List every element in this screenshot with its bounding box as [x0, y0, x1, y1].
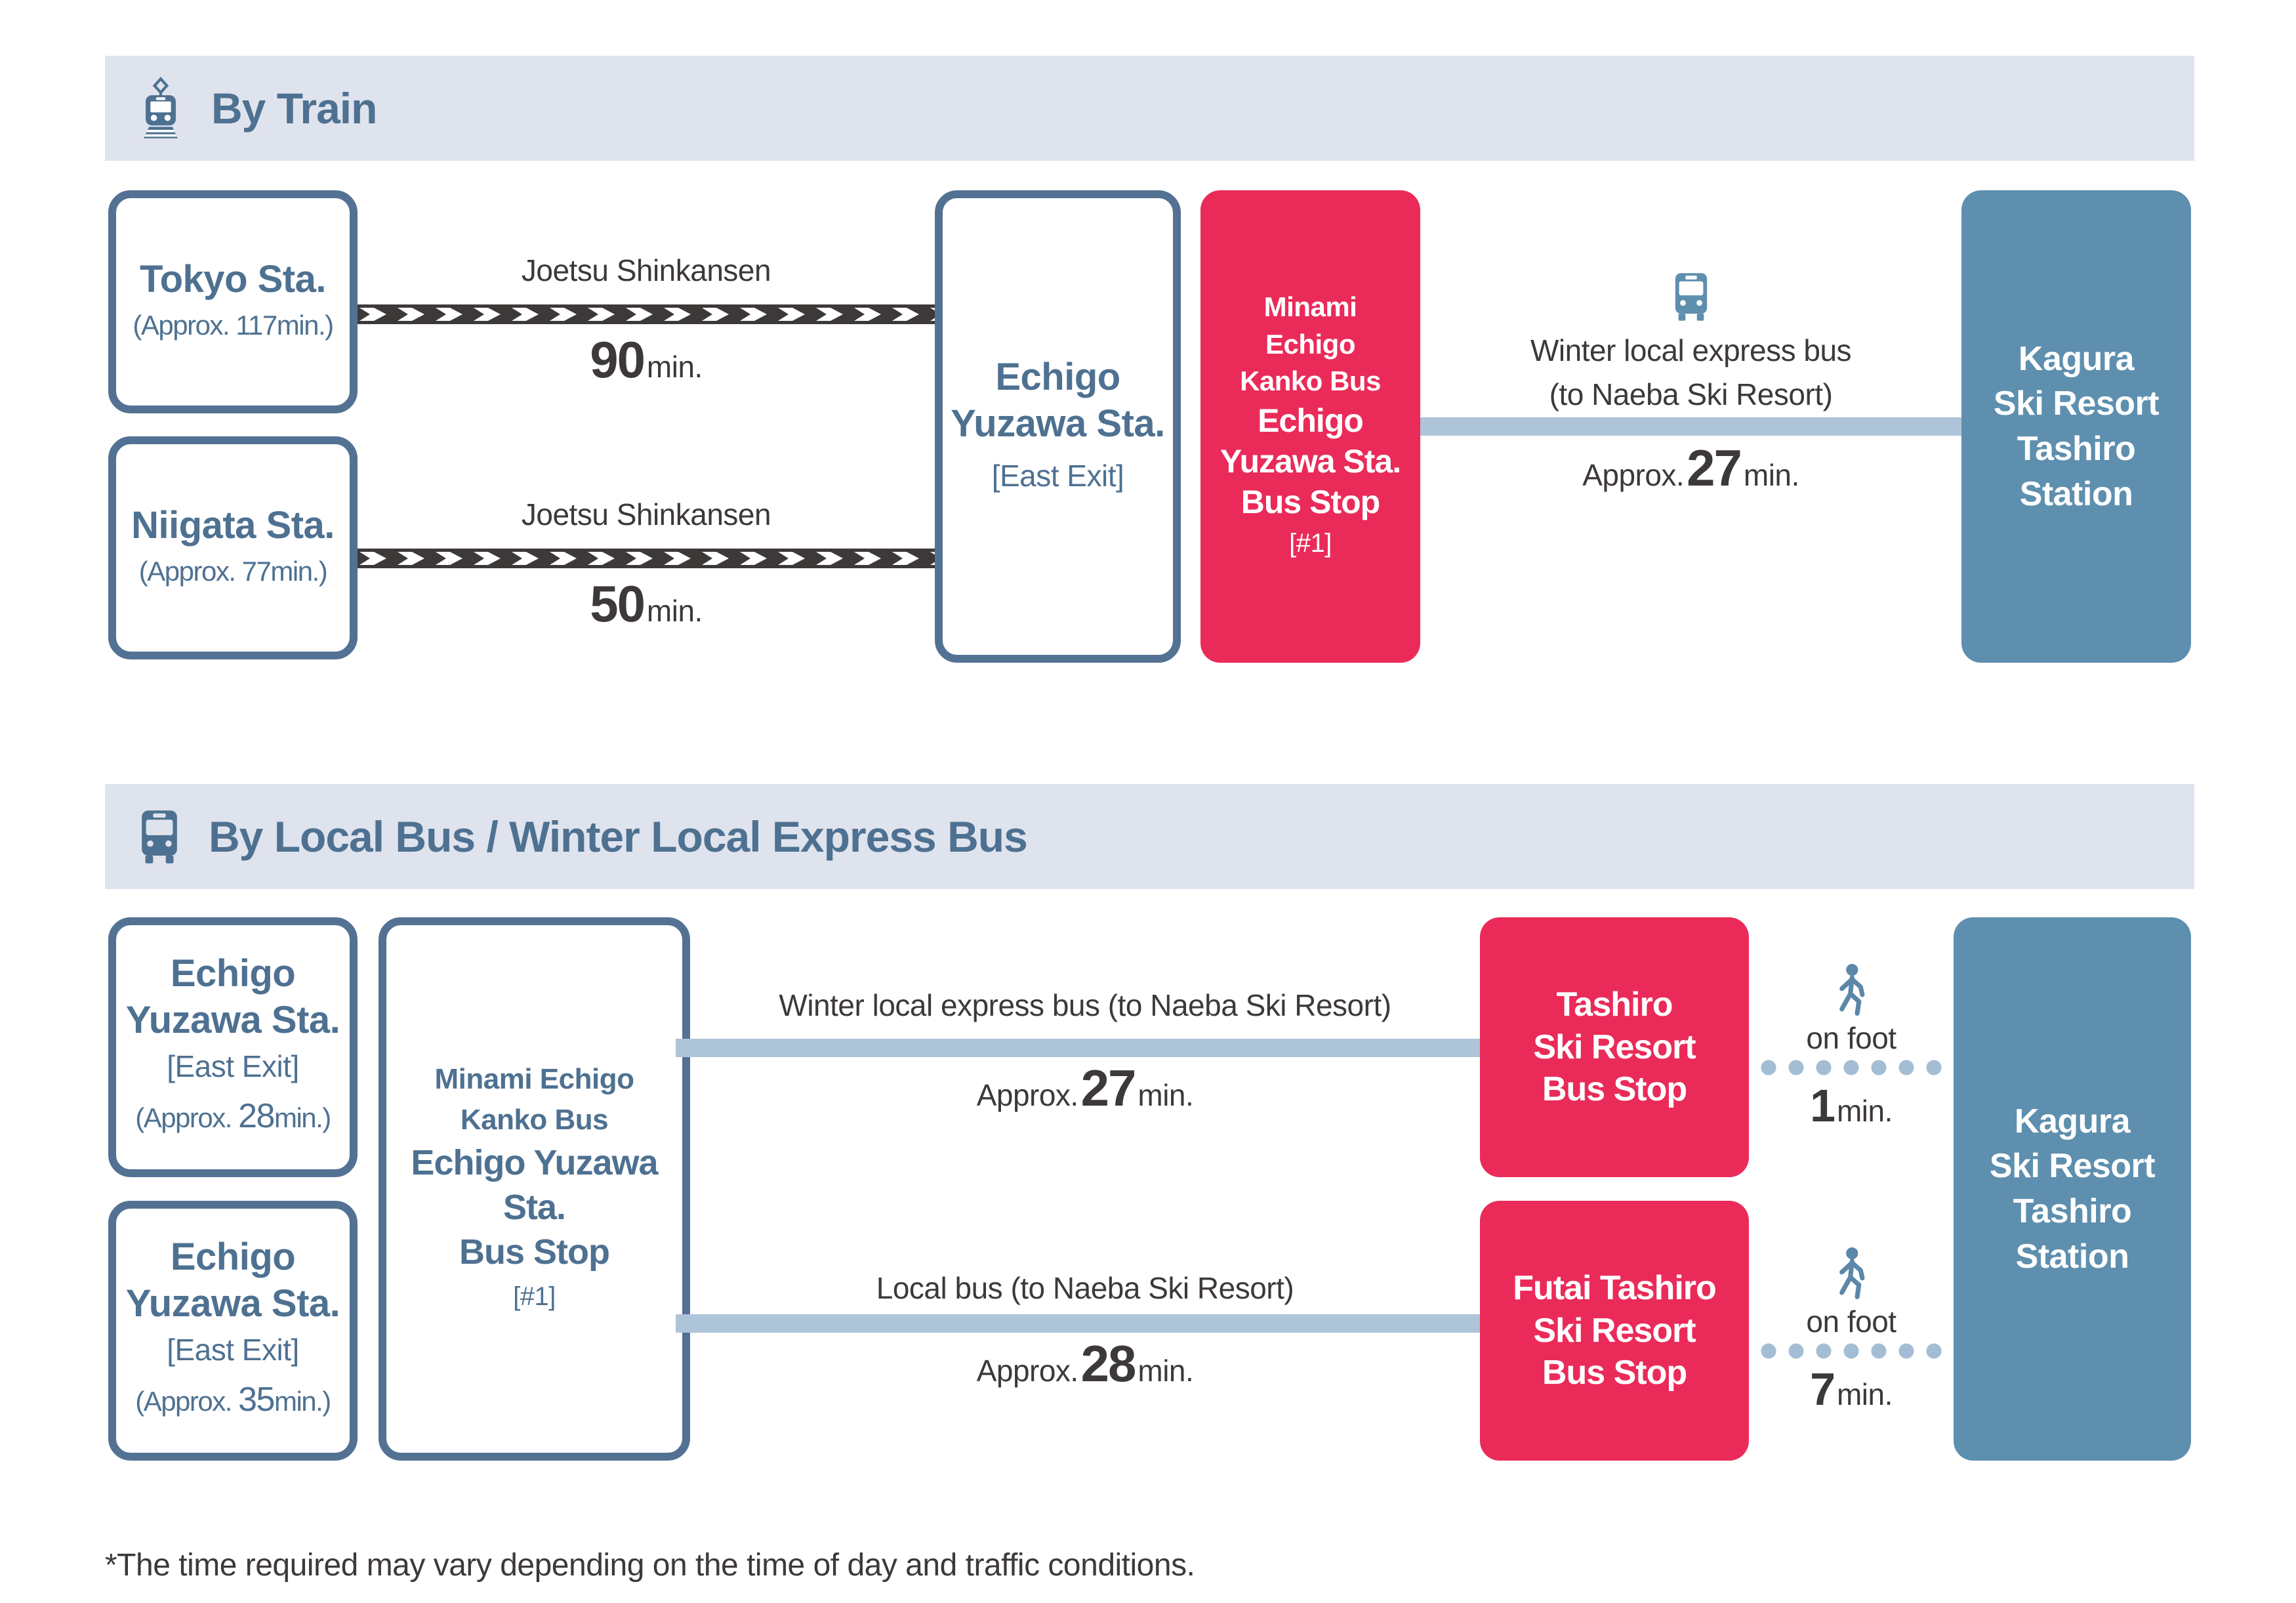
bus-stop-platform: [#1]: [1289, 529, 1332, 558]
origin-box-niigata: Niigata Sta. (Approx. 77min.): [108, 436, 358, 659]
origin-box-echigo-yuzawa-a: Echigo Yuzawa Sta. [East Exit] (Approx. …: [108, 917, 358, 1177]
bus-stop-platform: [#1]: [513, 1281, 556, 1311]
bus-stop-box-echigo-yuzawa: Minami Echigo Kanko Bus Echigo Yuzawa St…: [1200, 190, 1420, 663]
destination-line2: Ski Resort: [1989, 1147, 2156, 1186]
bus-stop-name-line1: Tashiro: [1556, 986, 1673, 1024]
train-track-1: [358, 304, 935, 324]
origin-box-tokyo: Tokyo Sta. (Approx. 117min.): [108, 190, 358, 413]
bus-route-line: [1420, 417, 1961, 436]
destination-box-kagura: Kagura Ski Resort Tashiro Station: [1961, 190, 2191, 663]
station-name-line1: Echigo: [995, 355, 1120, 398]
train-section-title: By Train: [211, 84, 377, 133]
station-name: Tokyo Sta.: [140, 258, 326, 301]
station-name: Niigata Sta.: [131, 504, 335, 547]
train-leg1-line-name: Joetsu Shinkansen: [521, 253, 771, 287]
station-name-line2: Yuzawa Sta.: [125, 998, 340, 1041]
destination-line1: Kagura: [2014, 1102, 2131, 1140]
destination-line4: Station: [2019, 474, 2133, 513]
walk-dotted-line: [1749, 1343, 1954, 1359]
bus-stop-name-line2: Ski Resort: [1533, 1028, 1696, 1066]
bus-stop-name-line1: Echigo Yuzawa: [411, 1142, 658, 1182]
bus-stop-name-line3: Bus Stop: [1542, 1354, 1687, 1392]
bus-stop-name-line2: Sta.: [502, 1187, 566, 1227]
bus-stop-name-line3: Bus Stop: [1542, 1070, 1687, 1109]
travel-time-note: (Approx. 28min.): [135, 1096, 331, 1135]
bus-operator-line1: Minami Echigo: [434, 1063, 634, 1096]
walk-duration: 7 min.: [1810, 1364, 1893, 1415]
bus-stop-box-futai-tashiro: Futai Tashiro Ski Resort Bus Stop: [1480, 1201, 1749, 1461]
destination-box-kagura: Kagura Ski Resort Tashiro Station: [1954, 917, 2191, 1461]
station-name-line1: Echigo: [170, 952, 296, 995]
walk-dotted-line: [1749, 1060, 1954, 1075]
exit-label: [East Exit]: [167, 1049, 299, 1083]
train-track-2: [358, 549, 935, 568]
exit-label: [East Exit]: [991, 459, 1124, 493]
route1-duration: Approx. 27 min.: [976, 1059, 1194, 1117]
destination-line1: Kagura: [2018, 339, 2135, 378]
walk-segment-2: on foot 7 min.: [1749, 1201, 1954, 1461]
footnote: *The time required may vary depending on…: [105, 1548, 1195, 1583]
bus-stop-name-line3: Bus Stop: [459, 1232, 610, 1272]
bus-stop-box-echigo-yuzawa: Minami Echigo Kanko Bus Echigo Yuzawa St…: [379, 917, 690, 1461]
train-leg2-duration: 50 min.: [590, 575, 703, 633]
walk-segment-1: on foot 1 min.: [1749, 917, 1954, 1177]
destination-line4: Station: [2015, 1237, 2129, 1276]
walk-label: on foot: [1806, 1021, 1896, 1055]
bus-stop-name-line3: Bus Stop: [1240, 484, 1380, 521]
travel-time-note: (Approx. 77min.): [138, 555, 328, 587]
walking-person-icon: [1839, 1247, 1865, 1299]
bus-section-header: By Local Bus / Winter Local Express Bus: [105, 784, 2194, 889]
bus-stop-name-line1: Futai Tashiro: [1513, 1269, 1717, 1308]
bus-route-line: [676, 1039, 1480, 1057]
destination-line3: Tashiro: [2017, 430, 2136, 468]
bus-stop-name-line2: Yuzawa Sta.: [1220, 443, 1401, 480]
express-bus-duration: Approx. 27 min.: [1582, 439, 1799, 497]
station-name-line2: Yuzawa Sta.: [951, 402, 1165, 445]
bus-icon: [142, 810, 177, 864]
train-icon: [143, 77, 178, 138]
destination-line2: Ski Resort: [1993, 385, 2160, 423]
bus-stop-name-line2: Ski Resort: [1533, 1311, 1696, 1350]
station-name-line2: Yuzawa Sta.: [125, 1281, 340, 1325]
travel-time-note: (Approx. 117min.): [133, 309, 334, 341]
train-leg1-duration: 90 min.: [590, 331, 703, 388]
exit-label: [East Exit]: [167, 1332, 299, 1367]
route2-label: Local bus (to Naeba Ski Resort): [876, 1271, 1294, 1305]
travel-time-note: (Approx. 35min.): [135, 1380, 331, 1419]
train-section-header: By Train: [105, 56, 2194, 161]
walk-label: on foot: [1806, 1304, 1896, 1339]
route2-duration: Approx. 28 min.: [976, 1335, 1194, 1392]
bus-route-line: [676, 1314, 1480, 1333]
train-leg2-line-name: Joetsu Shinkansen: [521, 497, 771, 531]
route1-label: Winter local express bus (to Naeba Ski R…: [779, 988, 1391, 1022]
bus-stop-name-line1: Echigo: [1258, 402, 1364, 440]
station-name-line1: Echigo: [170, 1236, 296, 1279]
express-bus-label-line2: (to Naeba Ski Resort): [1549, 377, 1833, 411]
bus-operator-line2: Kanko Bus: [460, 1103, 609, 1136]
walking-person-icon: [1839, 964, 1865, 1016]
bus-operator-line1: Minami: [1263, 291, 1357, 322]
bus-operator-line3: Kanko Bus: [1240, 365, 1381, 397]
bus-stop-box-tashiro: Tashiro Ski Resort Bus Stop: [1480, 917, 1749, 1177]
hub-box-echigo-yuzawa: Echigo Yuzawa Sta. [East Exit]: [935, 190, 1181, 663]
bus-section-title: By Local Bus / Winter Local Express Bus: [209, 812, 1028, 861]
destination-line3: Tashiro: [2013, 1192, 2132, 1230]
bus-icon: [1675, 273, 1708, 321]
origin-box-echigo-yuzawa-b: Echigo Yuzawa Sta. [East Exit] (Approx. …: [108, 1201, 358, 1461]
walk-duration: 1 min.: [1810, 1080, 1893, 1131]
express-bus-label-line1: Winter local express bus: [1530, 333, 1852, 367]
bus-operator-line2: Echigo: [1265, 328, 1356, 360]
